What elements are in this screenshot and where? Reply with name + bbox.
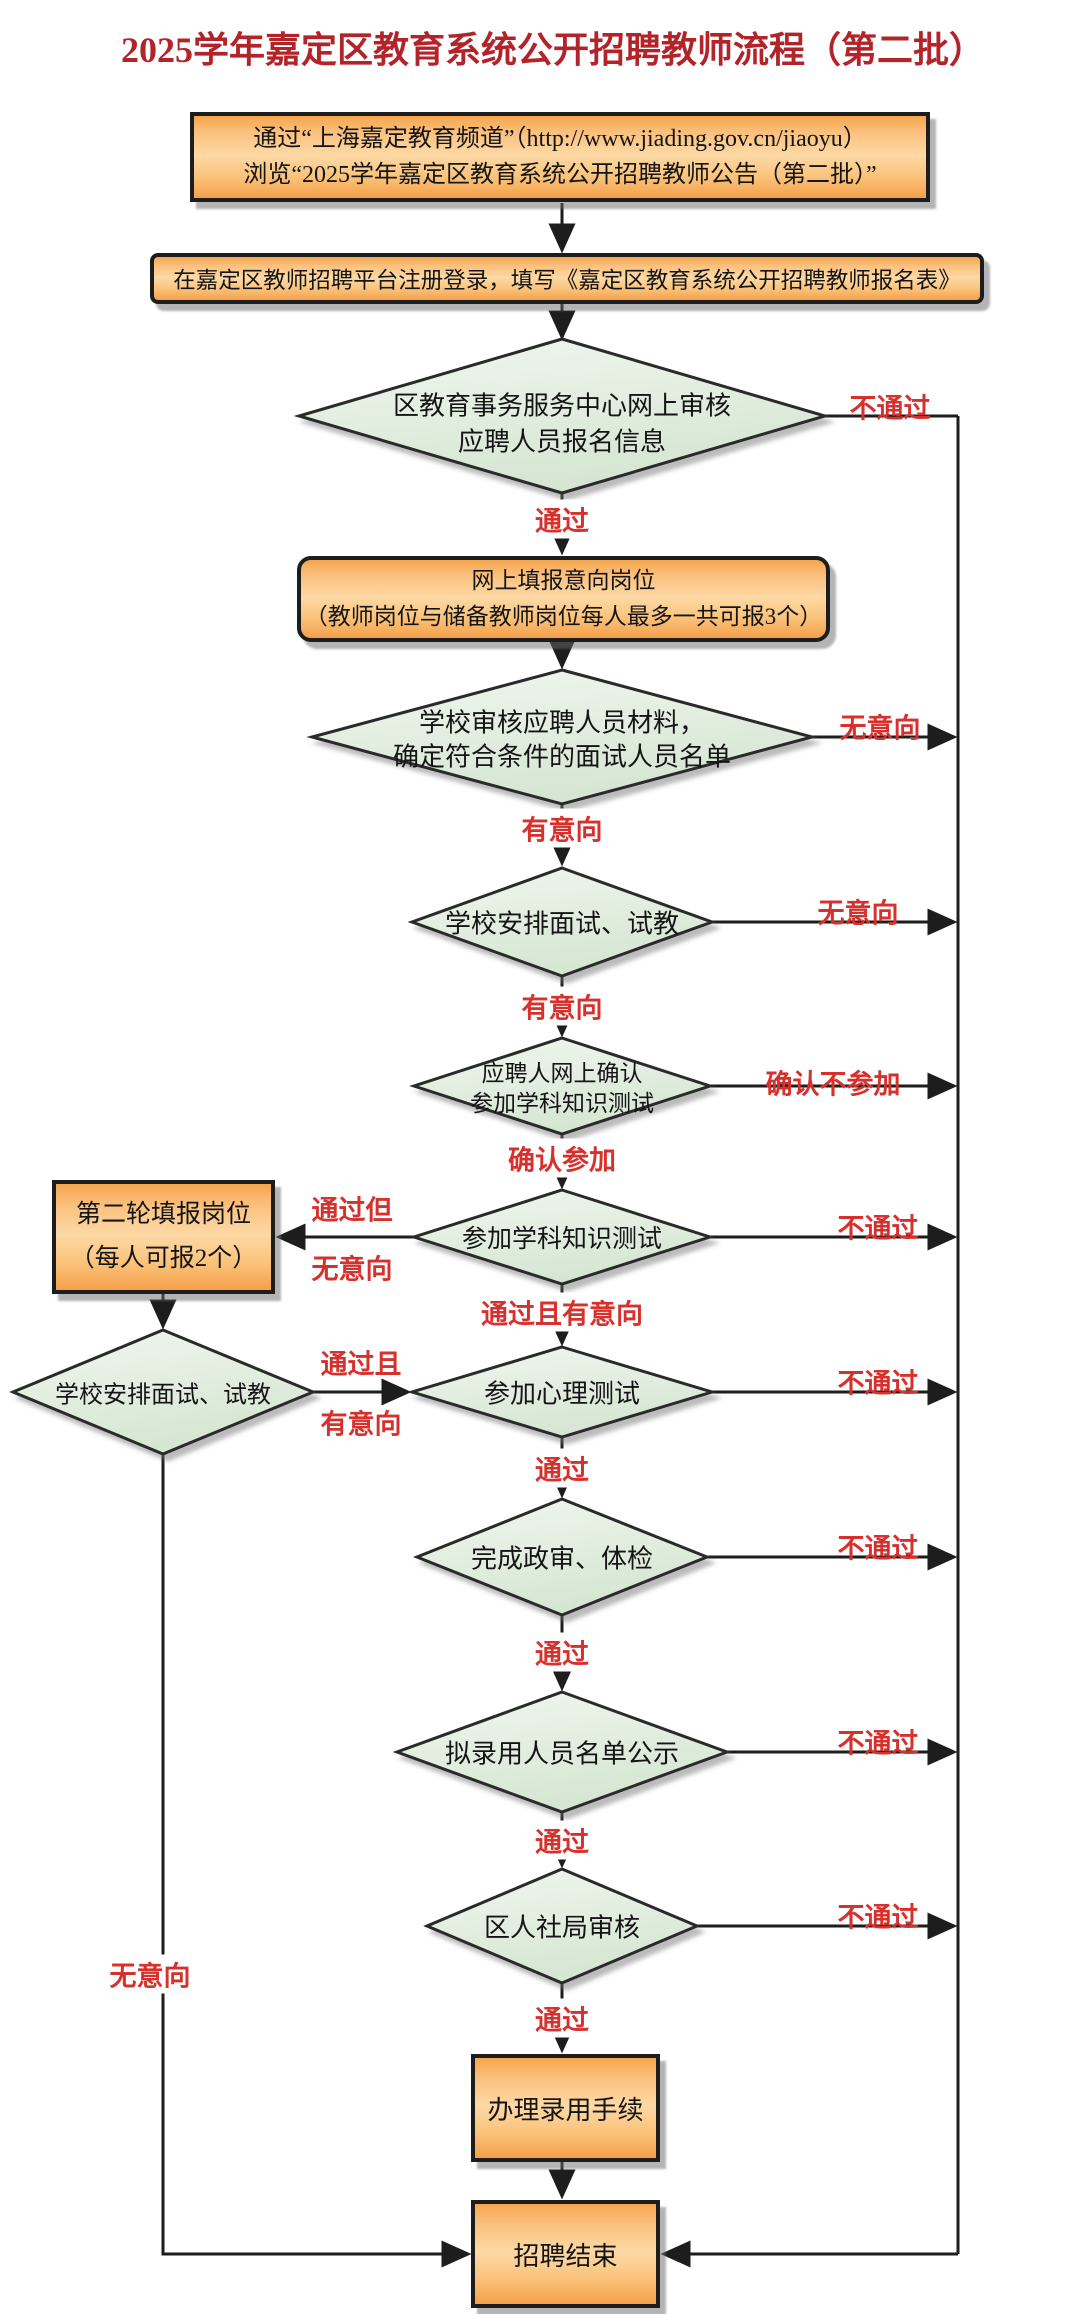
decision-second-interview-text: 学校安排面试、试教 bbox=[55, 1382, 271, 1409]
decision-confirm-online-shape bbox=[409, 1036, 715, 1136]
node-announce-line2: 浏览“2025学年嘉定区教育系统公开招聘教师公告（第二批）” bbox=[243, 162, 877, 188]
label-secondinterview-passand: 通过且 bbox=[320, 1349, 402, 1380]
decision-confirm-online-line2: 参加学科知识测试 bbox=[470, 1091, 654, 1116]
label-test-passbut: 通过但 bbox=[311, 1195, 393, 1226]
node-hire-procedure-box: 办理录用手续 bbox=[471, 2054, 660, 2162]
decision-school-review-line1: 学校审核应聘人员材料， bbox=[418, 708, 706, 738]
decision-review-online-line2: 应聘人员报名信息 bbox=[457, 427, 667, 457]
node-fill-positions-line1: 网上填报意向岗位 bbox=[471, 568, 656, 593]
decision-review-online-line1: 区教育事务服务中心网上审核 bbox=[392, 391, 732, 421]
node-announce-line1: 通过“上海嘉定教育频道”（http://www.jiading.gov.cn/j… bbox=[253, 126, 867, 152]
label-review-fail: 不通过 bbox=[849, 393, 931, 424]
label-bureau-pass: 通过 bbox=[532, 1998, 592, 2038]
node-end-text: 招聘结束 bbox=[513, 2241, 618, 2271]
node-fill-positions-box: 网上填报意向岗位 （教师岗位与储备教师岗位每人最多一共可报3个） bbox=[297, 556, 830, 642]
node-end-box: 招聘结束 bbox=[471, 2200, 660, 2308]
node-second-round-box: 第二轮填报岗位 （每人可报2个） bbox=[52, 1180, 275, 1294]
decision-school-interview-shape bbox=[407, 866, 717, 978]
node-fill-positions-line2: （教师岗位与储备教师岗位每人最多一共可报3个） bbox=[304, 604, 823, 629]
node-announce-box: 通过“上海嘉定教育频道”（http://www.jiading.gov.cn/j… bbox=[190, 112, 930, 202]
decision-school-interview-text: 学校安排面试、试教 bbox=[444, 909, 680, 939]
decision-second-interview-shape bbox=[9, 1328, 317, 1456]
node-second-round-line2: （每人可报2个） bbox=[69, 1245, 258, 1272]
label-confirm-attend: 确认参加 bbox=[505, 1138, 619, 1178]
label-test-fail: 不通过 bbox=[837, 1213, 919, 1244]
label-publicity-pass: 通过 bbox=[532, 1820, 592, 1860]
label-bureau-fail: 不通过 bbox=[837, 1902, 919, 1933]
decision-bureau-review-text: 区人社局审核 bbox=[483, 1913, 641, 1943]
decision-bureau-review-shape bbox=[423, 1867, 701, 1985]
label-secondinterview-hasintent: 有意向 bbox=[320, 1409, 402, 1440]
label-test-passintent: 通过且有意向 bbox=[478, 1292, 646, 1332]
decision-school-review-line2: 确定符合条件的面试人员名单 bbox=[392, 742, 732, 772]
decision-school-review-shape bbox=[306, 668, 818, 806]
label-schoolreview-nointent: 无意向 bbox=[839, 713, 921, 744]
decision-review-online-shape bbox=[293, 337, 831, 495]
decision-confirm-online-line1: 应聘人网上确认 bbox=[481, 1061, 643, 1086]
label-political-fail: 不通过 bbox=[837, 1533, 919, 1564]
label-review-pass: 通过 bbox=[532, 499, 592, 539]
label-psych-fail: 不通过 bbox=[837, 1368, 919, 1399]
node-second-round-line1: 第二轮填报岗位 bbox=[75, 1201, 251, 1228]
label-interview-hasintent: 有意向 bbox=[518, 986, 606, 1026]
label-secondinterview-nointent: 无意向 bbox=[106, 1954, 194, 1994]
label-test-nointent: 无意向 bbox=[311, 1254, 393, 1285]
page-title: 2025学年嘉定区教育系统公开招聘教师流程（第二批） bbox=[120, 30, 986, 70]
decision-publicity-text: 拟录用人员名单公示 bbox=[444, 1739, 680, 1769]
decision-political-medical-shape bbox=[412, 1497, 712, 1617]
label-interview-nointent: 无意向 bbox=[817, 898, 899, 929]
label-political-pass: 通过 bbox=[532, 1632, 592, 1672]
node-register-box: 在嘉定区教师招聘平台注册登录，填写《嘉定区教育系统公开招聘教师报名表》 bbox=[150, 253, 984, 304]
decision-knowledge-test-shape bbox=[409, 1188, 715, 1286]
decision-psych-test-text: 参加心理测试 bbox=[483, 1379, 641, 1409]
node-register-text: 在嘉定区教师招聘平台注册登录，填写《嘉定区教育系统公开招聘教师报名表》 bbox=[173, 267, 961, 293]
label-publicity-fail: 不通过 bbox=[837, 1728, 919, 1759]
decision-psych-test-shape bbox=[406, 1345, 718, 1439]
label-schoolreview-hasintent: 有意向 bbox=[518, 808, 606, 848]
decision-knowledge-test-text: 参加学科知识测试 bbox=[461, 1226, 663, 1253]
decision-political-medical-text: 完成政审、体检 bbox=[470, 1544, 654, 1574]
label-confirm-notattend: 确认不参加 bbox=[765, 1069, 901, 1100]
decision-publicity-shape bbox=[392, 1690, 732, 1814]
arrow-secondinterview-nointent-to-end bbox=[161, 1454, 472, 2268]
node-hire-procedure-text: 办理录用手续 bbox=[487, 2095, 644, 2125]
label-psych-pass: 通过 bbox=[532, 1448, 592, 1488]
